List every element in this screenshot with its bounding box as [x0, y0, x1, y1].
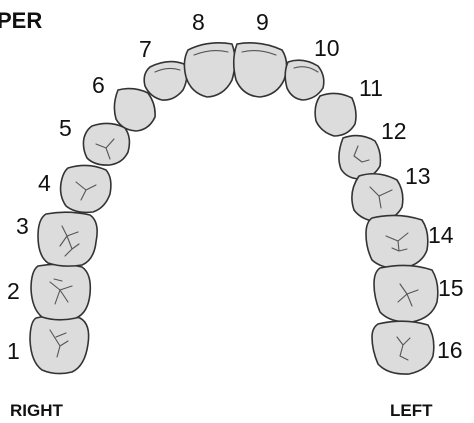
tooth-9[interactable] [232, 42, 288, 98]
tooth-6[interactable] [113, 87, 156, 132]
tooth-9-number: 9 [256, 9, 269, 35]
left-side-label: LEFT [390, 401, 433, 420]
tooth-15-number: 15 [438, 275, 464, 301]
tooth-16[interactable] [371, 320, 435, 375]
tooth-7-number: 7 [139, 36, 152, 62]
tooth-2-number: 2 [7, 278, 20, 304]
tooth-4-number: 4 [38, 170, 51, 196]
tooth-5-number: 5 [59, 115, 72, 141]
tooth-10[interactable] [284, 59, 325, 101]
tooth-12-number: 12 [381, 118, 407, 144]
tooth-8-number: 8 [192, 9, 205, 35]
tooth-8[interactable] [183, 42, 236, 98]
tooth-3[interactable] [37, 211, 98, 267]
tooth-5[interactable] [82, 122, 131, 166]
tooth-2[interactable] [30, 263, 92, 321]
tooth-10-number: 10 [314, 35, 340, 61]
tooth-1-number: 1 [7, 338, 20, 364]
chart-title: PER [0, 8, 42, 33]
tooth-11[interactable] [314, 92, 357, 137]
tooth-1[interactable] [29, 314, 90, 375]
tooth-6-number: 6 [92, 72, 105, 98]
tooth-7[interactable] [143, 60, 188, 101]
tooth-15[interactable] [373, 264, 439, 323]
tooth-14-number: 14 [428, 222, 454, 248]
tooth-11-number: 11 [359, 75, 383, 101]
right-side-label: RIGHT [10, 401, 64, 420]
tooth-16-number: 16 [437, 337, 463, 363]
tooth-12[interactable] [338, 134, 382, 180]
tooth-14[interactable] [365, 214, 429, 270]
tooth-4[interactable] [59, 164, 112, 214]
tooth-3-number: 3 [16, 213, 29, 239]
tooth-13-number: 13 [405, 163, 431, 189]
